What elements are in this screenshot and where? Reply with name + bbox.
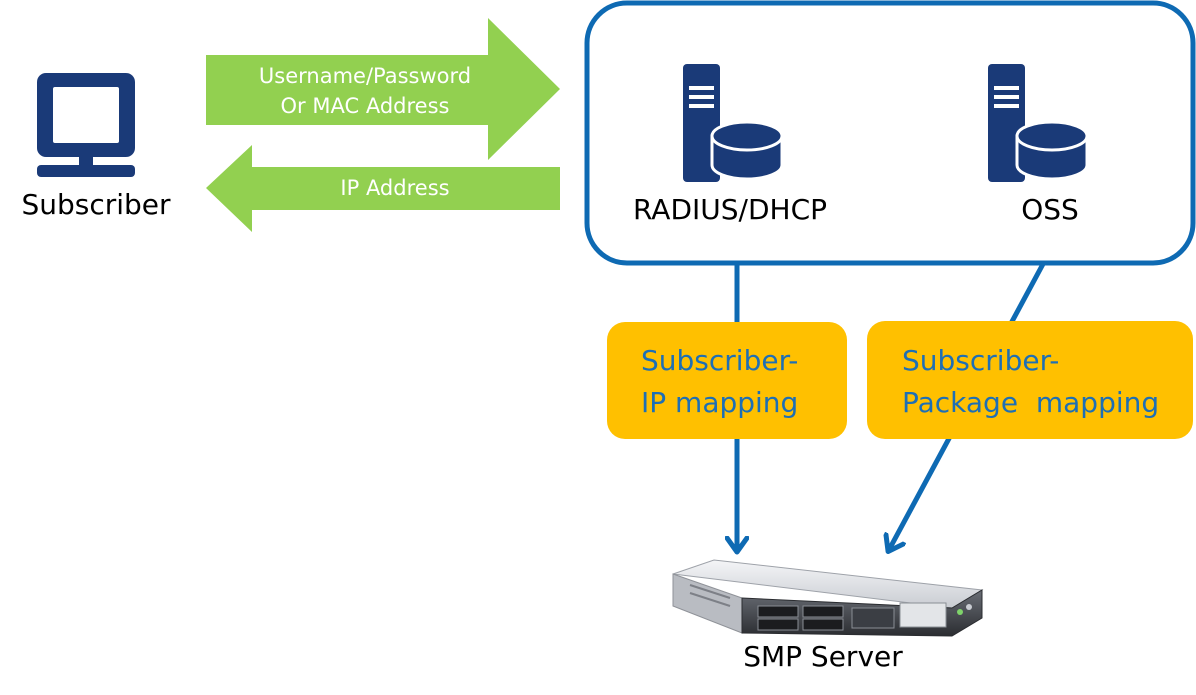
request-arrow-line-2: Or MAC Address xyxy=(280,94,450,118)
database-server-icon xyxy=(683,64,784,182)
ip-mapping-line-1: Subscriber- xyxy=(641,344,799,377)
ip-mapping-line-2: IP mapping xyxy=(641,386,799,419)
backend-systems-box xyxy=(584,0,1196,266)
oss-label: OSS xyxy=(1021,193,1079,226)
database-server-icon xyxy=(988,64,1089,182)
request-arrow-line-1: Username/Password xyxy=(258,64,472,88)
radius-dhcp-label: RADIUS/DHCP xyxy=(632,193,828,226)
package-mapping-box xyxy=(867,321,1193,439)
package-mapping-line-2: Package mapping xyxy=(902,386,1160,419)
computer-monitor-icon xyxy=(37,73,135,177)
rack-server-icon xyxy=(672,559,984,637)
request-arrow xyxy=(206,18,560,160)
response-arrow-label: IP Address xyxy=(340,176,450,200)
ip-mapping-box xyxy=(607,322,847,439)
subscriber-label: Subscriber xyxy=(21,188,171,221)
response-arrow xyxy=(206,145,560,232)
smp-server-label: SMP Server xyxy=(743,640,903,673)
package-mapping-line-1: Subscriber- xyxy=(902,344,1060,377)
